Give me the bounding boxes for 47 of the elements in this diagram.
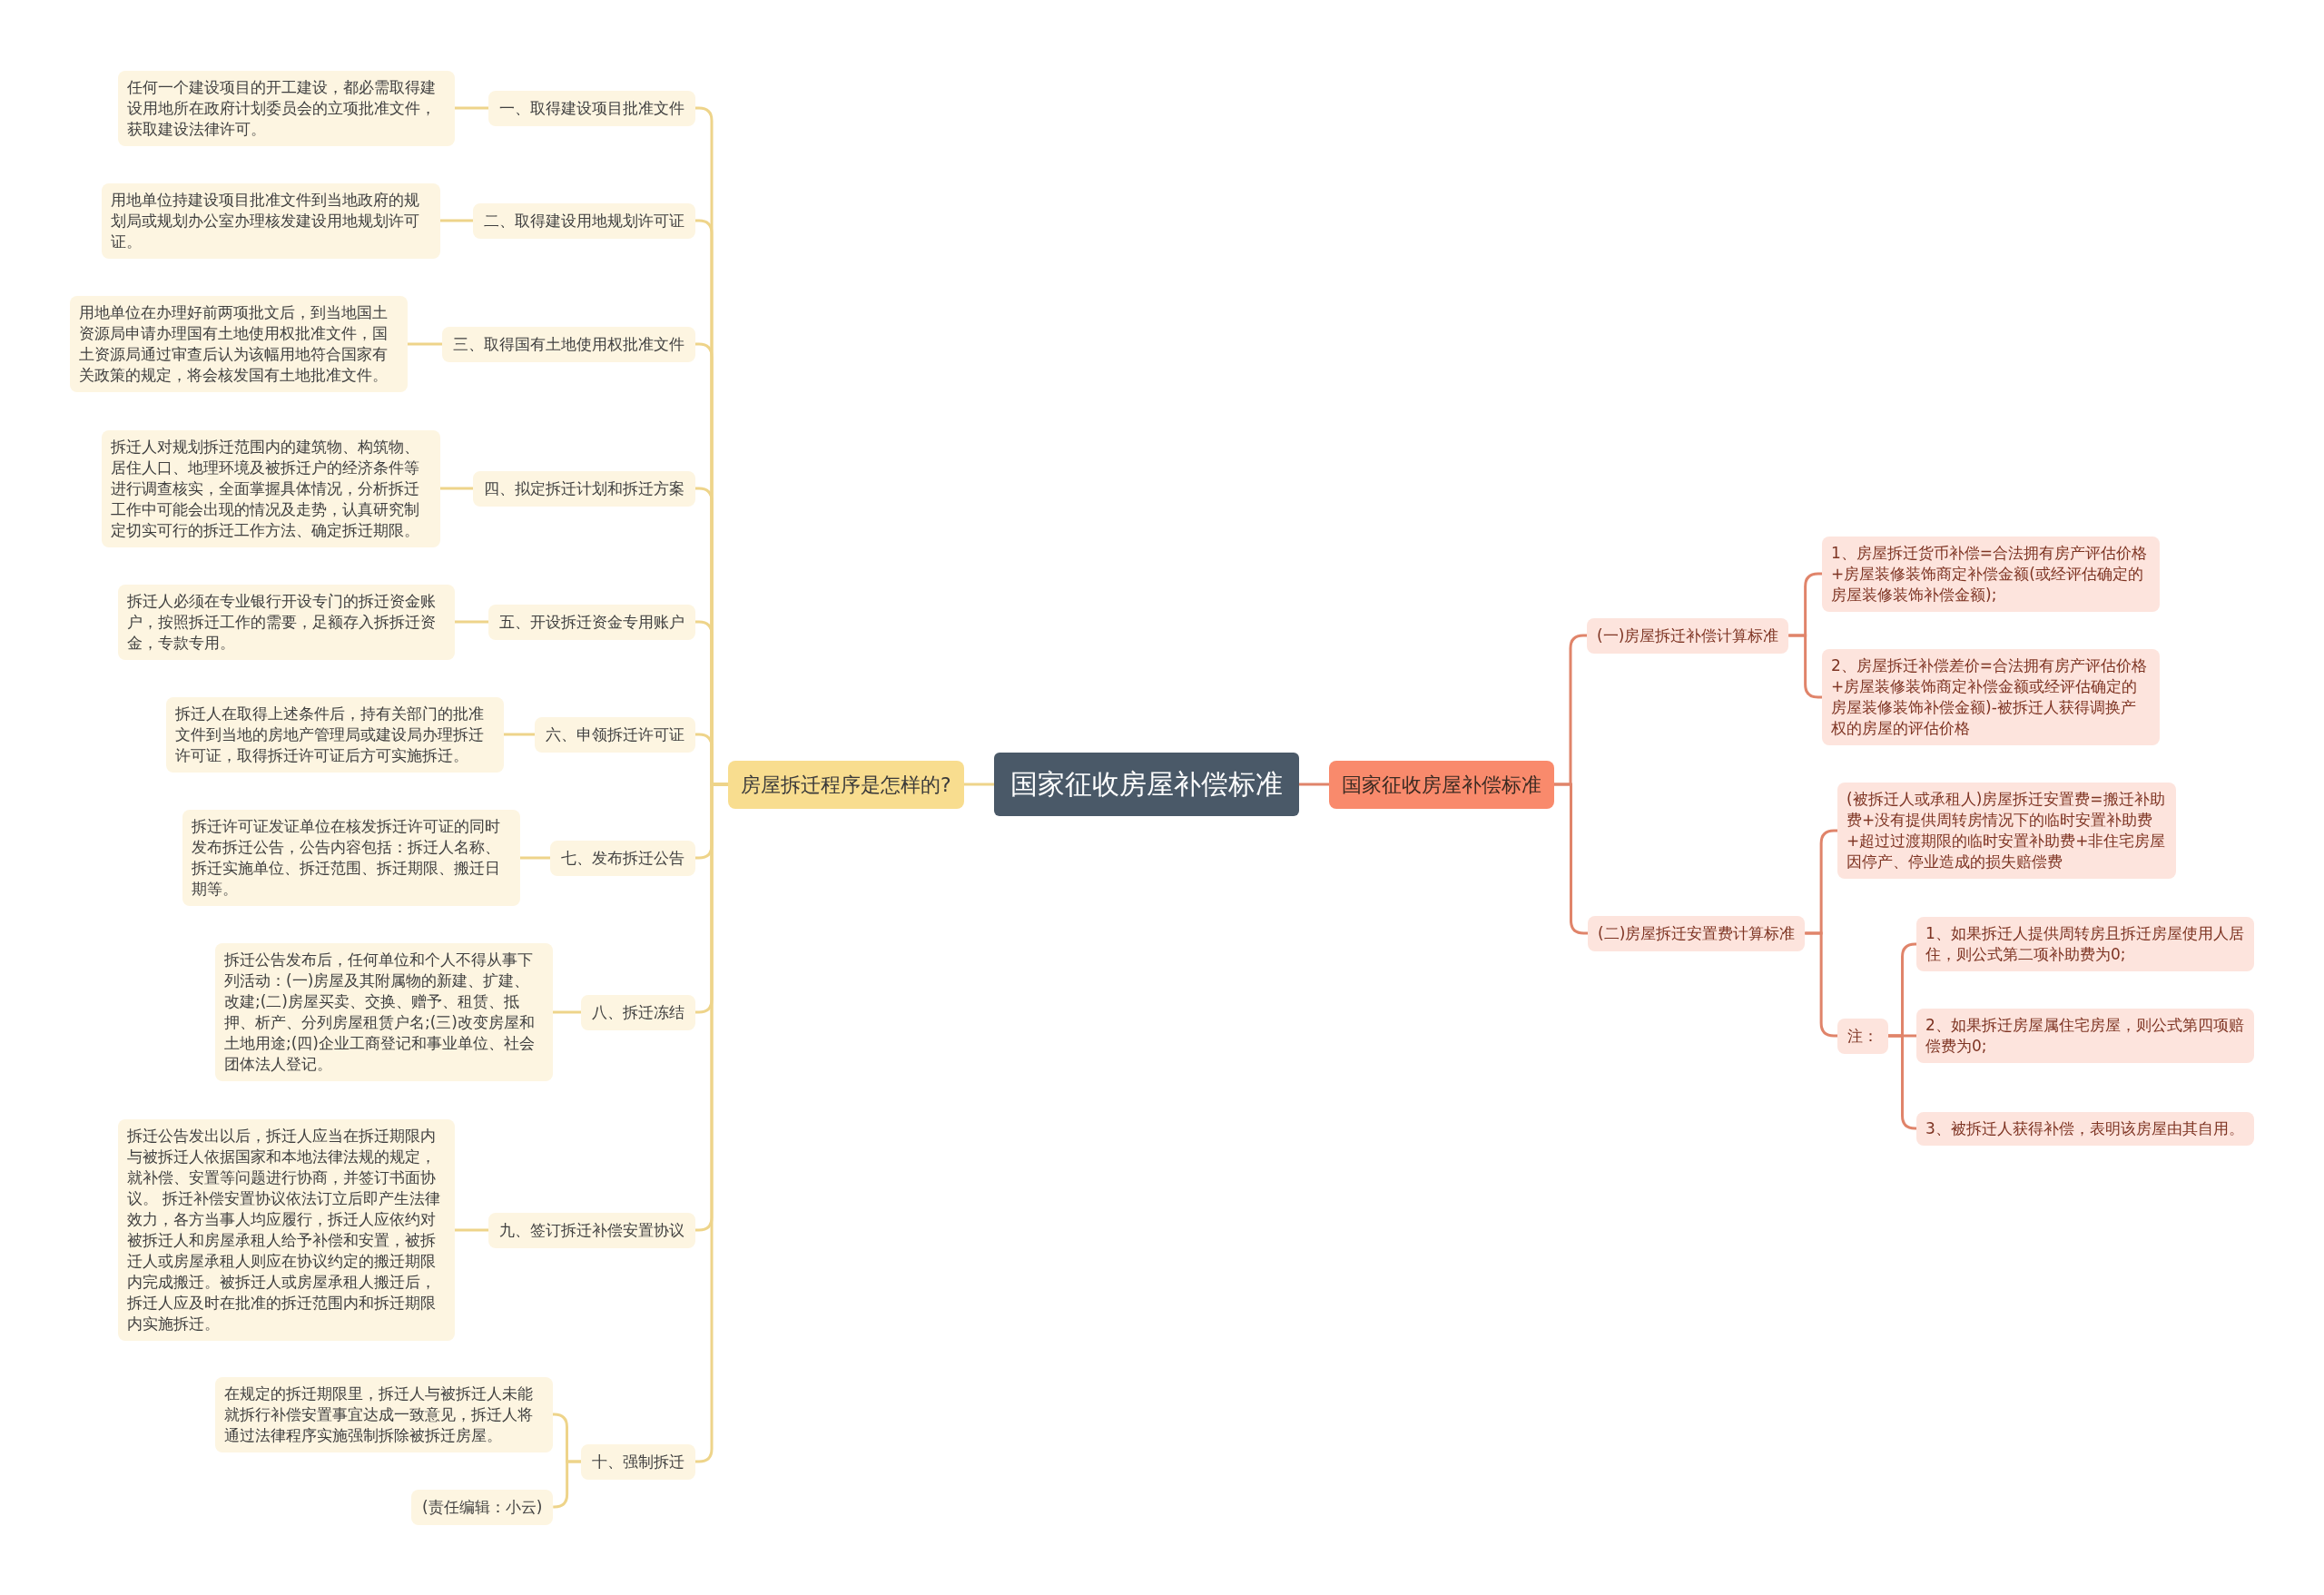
central-topic: 国家征收房屋补偿标准 [994,753,1299,816]
connector-line [1888,1034,1917,1130]
subtopic: (一)房屋拆迁补偿计算标准 [1587,617,1789,654]
subtopic: (二)房屋拆迁安置费计算标准 [1588,915,1806,951]
detail-text-box: 拆迁人必须在专业银行开设专门的拆迁资金账户，按照拆迁工作的需要，足额存入拆拆迁资金，专款专用。 [118,584,455,660]
subtopic: 四、拟定拆迁计划和拆迁方案 [473,470,695,507]
main-topic: 房屋拆迁程序是怎样的? [728,760,964,809]
detail-text-box: 在规定的拆迁期限里，拆迁人与被拆迁人未能就拆行补偿安置事宜达成一致意见，拆迁人将通过法律程序实施强制拆除被拆迁房屋。 [215,1376,553,1452]
detail-text-box: 拆迁许可证发证单位在核发拆迁许可证的同时发布拆迁公告，公告内容包括：拆迁人名称、拆迁实施单位、拆迁范围、拆迁期限、搬迁日期等。 [182,810,520,906]
subtopic: 注： [1837,1018,1888,1054]
detail-text-box: 用地单位在办理好前两项批文后，到当地国土资源局申请办理国有土地使用权批准文件，国土资源局通过审查后认为该幅用地符合国家有关政策的规定，将会核发国有土地批准文件。 [70,296,408,392]
connector-line [440,219,473,222]
connector-line [455,1228,488,1232]
main-topic: 国家征收房屋补偿标准 [1329,760,1554,809]
detail-text-box: 3、被拆迁人获得补偿，表明该房屋由其自用。 [1916,1111,2254,1146]
connector-line [1805,931,1837,1038]
connector-line [440,487,473,490]
detail-text-box: 1、房屋拆迁货币补偿=合法拥有房产评估价格+房屋装修装饰商定补偿金额(或经评估确定的房屋装修装饰补偿金额); [1822,536,2160,612]
detail-text-box: 拆迁公告发出以后，拆迁人应当在拆迁期限内与被拆迁人依据国家和本地法律法规的规定，就补偿、安置等问题进行协商，并签订书面协议。 拆迁补偿安置协议依法订立后即产生法律效力，各方当事人均应履行，拆迁人应依约对被拆迁人和房屋承租人给予补偿和安置，被拆迁人或房屋承租人则应在协议约定的搬迁期限内完成搬迁。被拆迁人或房屋承租人搬迁后，拆迁人应及时在批准的拆迁范围内和拆迁期限内实施拆迁。 [118,1119,455,1341]
detail-text-box: (被拆迁人或承租人)房屋拆迁安置费=搬迁补助费+没有提供周转房情况下的临时安置补助费+超过过渡期限的临时安置补助费+非住宅房屋因停产、停业造成的损失赔偿费 [1837,783,2176,879]
subtopic: 三、取得国有土地使用权批准文件 [442,326,695,362]
connector-line [504,733,535,736]
subtopic: 八、拆迁冻结 [581,994,695,1030]
connector-line [408,342,442,346]
subtopic: 九、签订拆迁补偿安置协议 [488,1212,695,1248]
detail-text-box: 用地单位持建设项目批准文件到当地政府的规划局或规划办公室办理核发建设用地规划许可证。 [102,182,440,259]
subtopic: 一、取得建设项目批准文件 [488,90,695,126]
connector-line [520,856,550,860]
detail-text-box: 2、房屋拆迁补偿差价=合法拥有房产评估价格+房屋装修装饰商定补偿金额或经评估确定的房屋装修装饰补偿金额)-被拆迁人获得调换产权的房屋的评估价格 [1822,649,2160,745]
subtopic: (责任编辑：小云) [411,1489,554,1525]
detail-text-box: 拆迁人在取得上述条件后，持有关部门的批准文件到当地的房地产管理局或建设局办理拆迁许可证，取得拆迁许可证后方可实施拆迁。 [166,696,504,773]
detail-text-box: 1、如果拆迁人提供周转房且拆迁房屋使用人居住，则公式第二项补助费为0; [1916,917,2254,971]
subtopic: 二、取得建设用地规划许可证 [473,202,695,239]
connector-line [455,106,488,110]
detail-text-box: 拆迁公告发布后，任何单位和个人不得从事下列活动：(一)房屋及其附属物的新建、扩建、改建;(二)房屋买卖、交换、赠予、租赁、抵押、析产、分列房屋租赁户名;(三)改变房屋和土地用途;(四)企业工商登记和事业单位、社会团体法人登记。 [215,943,553,1081]
connector-line [553,1010,581,1014]
subtopic: 七、发布拆迁公告 [550,840,695,876]
detail-text-box: 任何一个建设项目的开工建设，都必需取得建设用地所在政府计划委员会的立项批准文件，获取建设法律许可。 [118,70,455,146]
detail-text-box: 拆迁人对规划拆迁范围内的建筑物、构筑物、居住人口、地理环境及被拆迁户的经济条件等进行调查核实，全面掌握具体情况，分析拆迁工作中可能会出现的情况及走势，认真研究制定切实可行的拆迁工作方法、确定拆迁期限。 [102,429,440,547]
connector-line [553,1460,581,1509]
subtopic: 六、申领拆迁许可证 [535,716,695,753]
subtopic: 五、开设拆迁资金专用账户 [488,604,695,640]
subtopic: 十、强制拆迁 [581,1443,695,1480]
connector-line [455,620,488,624]
detail-text-box: 2、如果拆迁房屋属住宅房屋，则公式第四项赔偿费为0; [1916,1009,2254,1063]
connector-line [963,783,994,786]
connector-line [1299,783,1329,786]
